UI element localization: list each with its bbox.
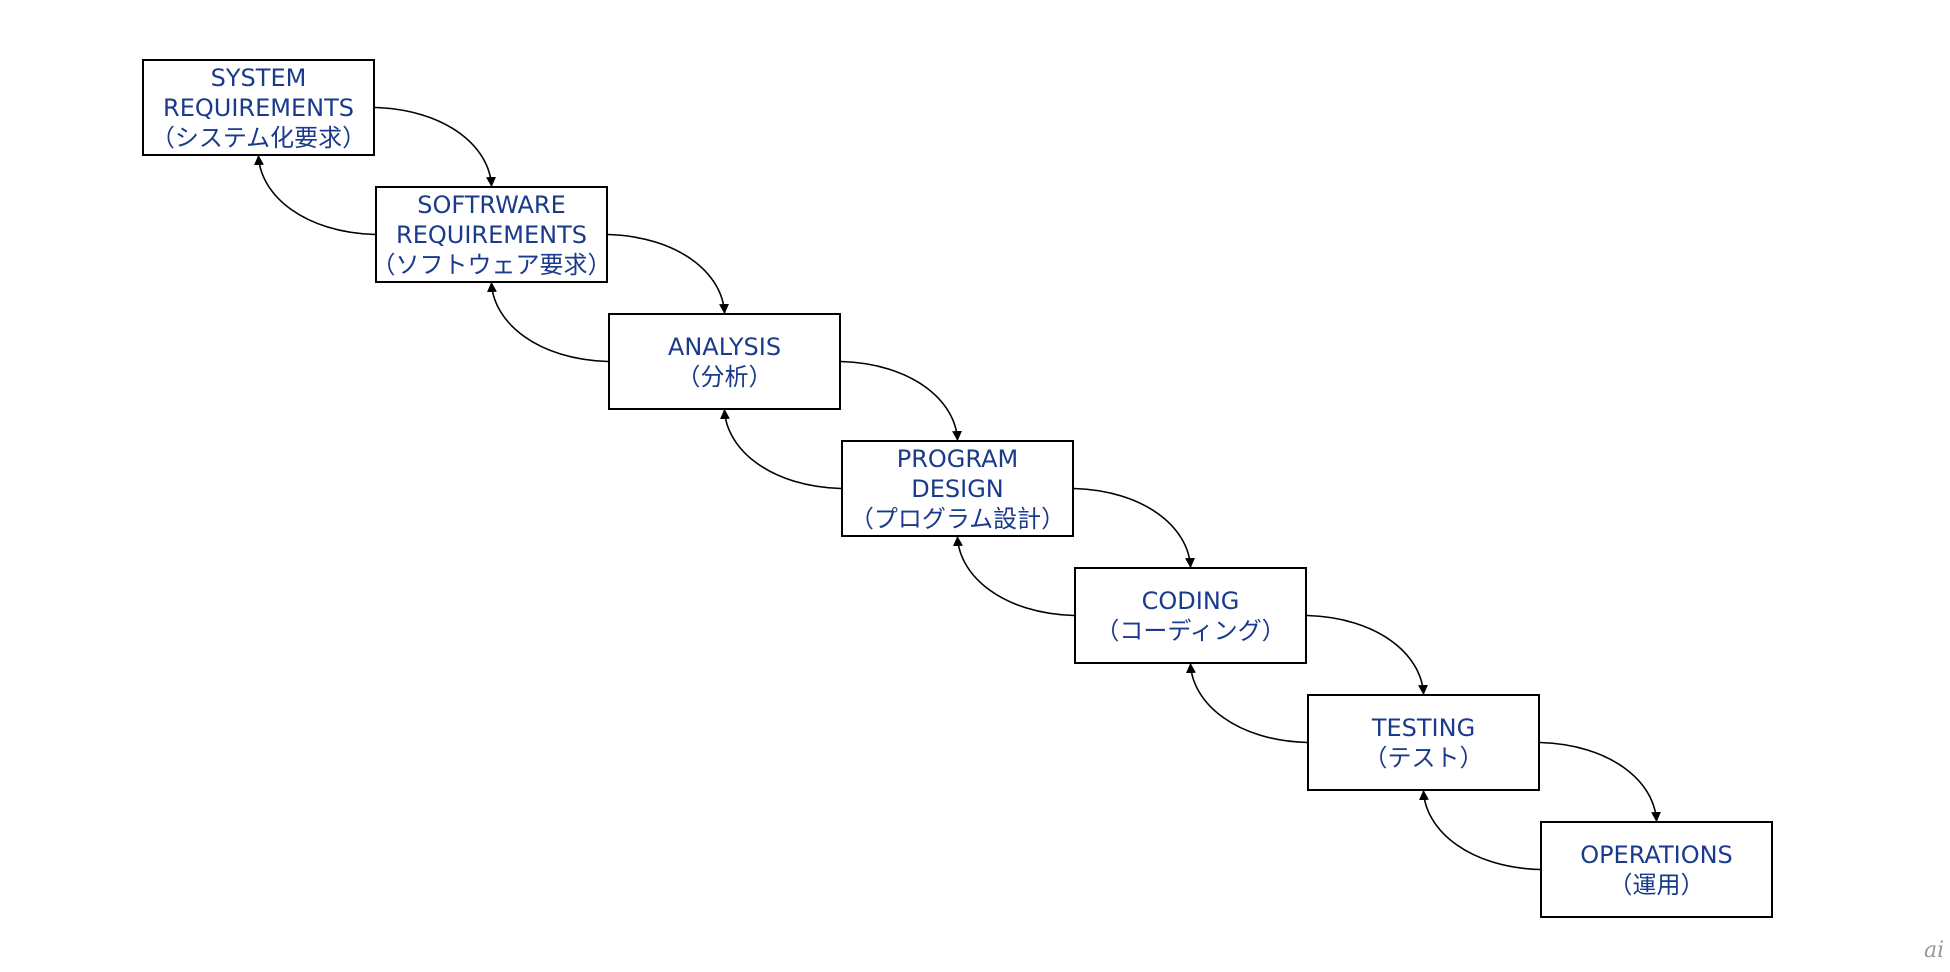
forward-arrow (1539, 741, 1662, 822)
stage-label-line: （運用） (1608, 870, 1705, 899)
stage-label-line: （コーディング） (1095, 616, 1286, 645)
feedback-arrow (253, 155, 376, 236)
stage-label-line: REQUIREMENTS (163, 93, 354, 122)
forward-arrow (840, 360, 963, 441)
stage-label-line: PROGRAM (896, 444, 1019, 473)
feedback-arrow (1185, 663, 1308, 744)
stage-label-line: TESTING (1371, 713, 1476, 742)
stage-label-line: SYSTEM (210, 63, 307, 92)
stage-box-testing: TESTING（テスト） (1307, 694, 1540, 791)
watermark-logo: ai (1924, 938, 1945, 963)
stage-box-operations: OPERATIONS（運用） (1540, 821, 1773, 918)
forward-arrow (607, 233, 730, 314)
stage-label-line: （システム化要求） (150, 123, 367, 152)
forward-arrow (374, 106, 497, 187)
feedback-arrow (719, 409, 842, 490)
stage-label-line: DESIGN (911, 474, 1004, 503)
stage-label-line: （ソフトウェア要求） (371, 250, 612, 279)
feedback-arrow (486, 282, 609, 363)
feedback-arrow (1418, 790, 1541, 871)
stage-label-line: ANALYSIS (667, 332, 782, 361)
stage-label-line: （テスト） (1363, 743, 1484, 772)
stage-label-line: SOFTRWARE (417, 190, 566, 219)
stage-label-line: （プログラム設計） (849, 504, 1066, 533)
feedback-arrow (952, 536, 1075, 617)
forward-arrow (1073, 487, 1196, 568)
stage-box-analysis: ANALYSIS（分析） (608, 313, 841, 410)
stage-label-line: OPERATIONS (1580, 840, 1733, 869)
forward-arrow (1306, 614, 1429, 695)
stage-label-line: （分析） (676, 362, 773, 391)
stage-label-line: REQUIREMENTS (396, 220, 587, 249)
stage-box-coding: CODING（コーディング） (1074, 567, 1307, 664)
stage-label-line: CODING (1141, 586, 1240, 615)
